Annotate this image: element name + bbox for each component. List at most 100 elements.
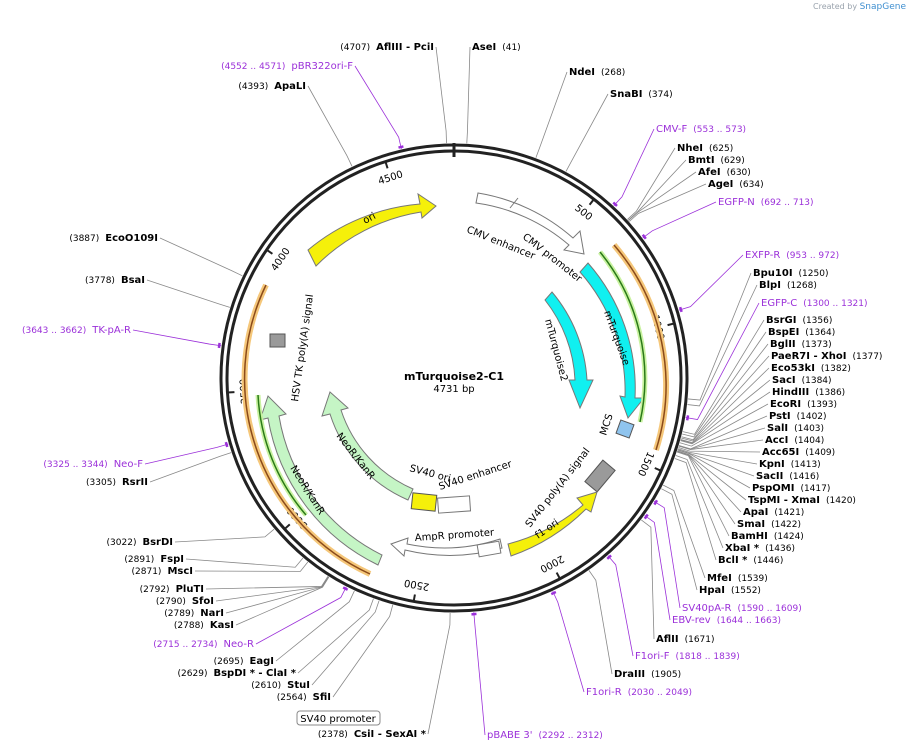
enzyme-leader [663,484,706,579]
f1-ori-feature[interactable] [507,491,598,557]
label-part: KasI [210,620,234,631]
enzyme-label[interactable]: MfeI(1539) [707,573,768,584]
enzyme-label[interactable]: (2891) FspI [124,554,184,565]
ampr-promoter-feature[interactable] [390,537,503,557]
enzyme-leader [194,561,309,572]
label-part: (692 .. 713) [761,198,814,208]
enzyme-label[interactable]: SacII(1416) [756,471,819,482]
enzyme-label[interactable]: BamHI(1424) [731,531,804,542]
primer-site-mark [224,441,229,448]
enzyme-label[interactable]: (2629)BspDI * - ClaI * [178,668,297,679]
hsv-tk-feature[interactable] [269,333,286,348]
primer-leader [685,302,760,420]
sv40-enhancer-feature[interactable] [437,495,472,514]
enzyme-label[interactable]: NheI(625) [677,143,733,154]
enzyme-label[interactable]: BmtI(629) [688,155,745,166]
primer-label[interactable]: EGFP-N(692 .. 713) [718,197,814,208]
enzyme-label[interactable]: (4393)ApaLI [238,81,306,92]
primer-label[interactable]: CMV-F(553 .. 573) [656,124,746,135]
sv40-promoter-box[interactable] [296,710,381,726]
enzyme-label[interactable]: NdeI(268) [569,67,625,78]
enzyme-label[interactable]: (3022)BsrDI [107,537,173,548]
label-part: (2378) [318,730,348,740]
neor-inner-feature[interactable] [321,391,414,501]
snapgene-credit: Created by SnapGene [813,2,906,12]
enzyme-label[interactable]: SalI(1403) [767,423,824,434]
primer-label[interactable]: SV40pA-R(1590 .. 1609) [682,603,802,614]
enzyme-label[interactable]: KpnI(1413) [759,459,821,470]
label-part: (1420) [826,496,856,506]
enzyme-label[interactable]: AfeI(630) [698,167,751,178]
enzyme-label[interactable]: (2871)MscI [132,566,194,577]
enzyme-label[interactable]: AccI(1404) [765,435,824,446]
enzyme-label[interactable]: (3887)EcoO109I [69,233,158,244]
enzyme-label[interactable]: BglII(1373) [770,339,832,350]
enzyme-label[interactable]: DraIII(1905) [614,669,681,680]
label-part: PstI [769,411,791,422]
enzyme-label[interactable]: (2378)CsiI - SexAI * [318,729,427,740]
enzyme-leader [427,612,451,735]
plasmid-length: 4731 bp [433,384,474,395]
enzyme-label[interactable]: AflII(1671) [656,634,715,645]
primer-label[interactable]: (3325 .. 3344)Neo-F [43,459,143,470]
enzyme-label[interactable]: PspOMI(1417) [752,483,830,494]
enzyme-label[interactable]: (2695)EagI [214,656,274,667]
ruler-tick [667,322,675,327]
neor-outer-feature[interactable] [259,395,383,566]
enzyme-label[interactable]: AseI(41) [472,42,521,53]
enzyme-label[interactable]: (2789)NarI [164,608,224,619]
enzyme-label[interactable]: Acc65I(1409) [762,447,835,458]
enzyme-leader [674,458,717,561]
enzyme-leader [678,439,764,450]
primer-leader [678,254,744,311]
enzyme-label[interactable]: ApaI(1421) [743,507,804,518]
primer-label[interactable]: F1ori-R(2030 .. 2049) [586,687,692,698]
enzyme-label[interactable]: (2790)SfoI [156,596,214,607]
enzyme-label[interactable]: HindIII(1386) [772,387,845,398]
enzyme-leader [307,85,353,167]
enzyme-label[interactable]: PstI(1402) [769,411,827,422]
enzyme-label[interactable]: Eco53kI(1382) [771,363,851,374]
primer-label[interactable]: F1ori-F(1818 .. 1839) [635,651,740,662]
primer-label[interactable]: (4552 .. 4571)pBR322ori-F [221,61,353,72]
enzyme-label[interactable]: BclI *(1446) [718,555,783,566]
enzyme-label[interactable]: SnaBI(374) [610,89,673,100]
enzyme-label[interactable]: (3305)RsrII [86,477,148,488]
enzyme-label[interactable]: BsrGI(1356) [766,315,832,326]
enzyme-leader [682,331,767,438]
mturquoise-feature[interactable] [579,262,646,420]
primer-label[interactable]: (3643 .. 3662)TK-pA-R [22,325,131,336]
sv40-ori-feature[interactable] [410,492,438,512]
enzyme-label[interactable]: BlpI(1268) [759,280,817,291]
enzyme-label[interactable]: (2792)PluTI [140,584,204,595]
mturquoise2-feature[interactable] [544,291,594,410]
primer-label[interactable]: EBV-rev(1644 .. 1663) [672,615,781,626]
enzyme-label[interactable]: Bpu10I(1250) [753,268,828,279]
label-part: (2891) [124,555,154,565]
enzyme-label[interactable]: (2788)KasI [174,620,234,631]
enzyme-label[interactable]: BspEI(1364) [768,327,835,338]
ori-feature[interactable] [307,192,437,267]
mcs-feature[interactable] [615,419,635,439]
enzyme-label[interactable]: SmaI(1422) [737,519,801,530]
enzyme-label[interactable]: EcoRI(1393) [770,399,837,410]
enzyme-label[interactable]: (2610)StuI [251,680,310,691]
enzyme-label[interactable]: HpaI(1552) [699,585,761,596]
enzyme-label[interactable]: TspMI - XmaI(1420) [748,495,856,506]
sv40-polya-feature[interactable] [584,459,616,493]
enzyme-label[interactable]: SacI(1384) [772,375,832,386]
cmv-feature[interactable] [475,192,585,255]
primer-label[interactable]: (2715 .. 2734)Neo-R [153,639,254,650]
enzyme-label[interactable]: PaeR7I - XhoI(1377) [771,351,882,362]
label-part: FspI [160,554,184,565]
enzyme-label[interactable]: XbaI *(1436) [725,543,795,554]
primer-label[interactable]: pBABE 3'(2292 .. 2312) [487,730,603,741]
enzyme-label[interactable]: (4707)AflIII - PciI [340,42,434,53]
enzyme-label[interactable]: AgeI(634) [708,179,764,190]
enzyme-label[interactable]: (3778)BsaI [85,275,145,286]
enzyme-label[interactable]: (2564)SfiI [277,692,331,703]
label-part: (1364) [805,328,835,338]
primer-label[interactable]: EGFP-C(1300 .. 1321) [761,298,868,309]
primer-label[interactable]: EXFP-R(953 .. 972) [745,250,839,261]
